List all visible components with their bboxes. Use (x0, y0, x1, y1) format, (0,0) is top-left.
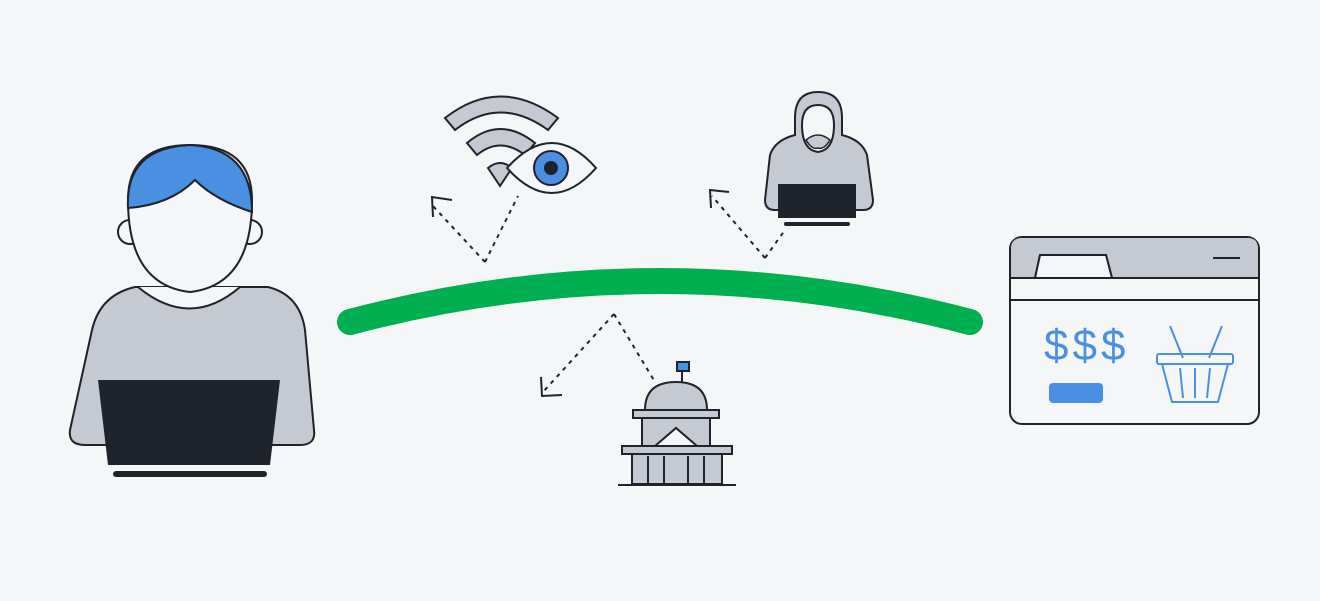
online-store-window-icon: $$$ (1009, 236, 1260, 425)
buy-button (1049, 383, 1103, 403)
laptop (98, 380, 280, 465)
blocked-arrow-hacker (711, 195, 786, 259)
blocked-arrow-government (542, 313, 656, 393)
secure-connection-arc (337, 268, 983, 335)
hooded-hacker-icon (763, 90, 875, 226)
hair (126, 143, 254, 214)
user-with-laptop-icon (68, 143, 316, 477)
blocked-arrow-snooper (431, 195, 519, 263)
wifi-eye-snooper-icon (443, 95, 598, 194)
shopping-basket-icon (1156, 325, 1234, 403)
government-building-icon (618, 361, 736, 486)
price-text: $$$ (1044, 321, 1129, 370)
